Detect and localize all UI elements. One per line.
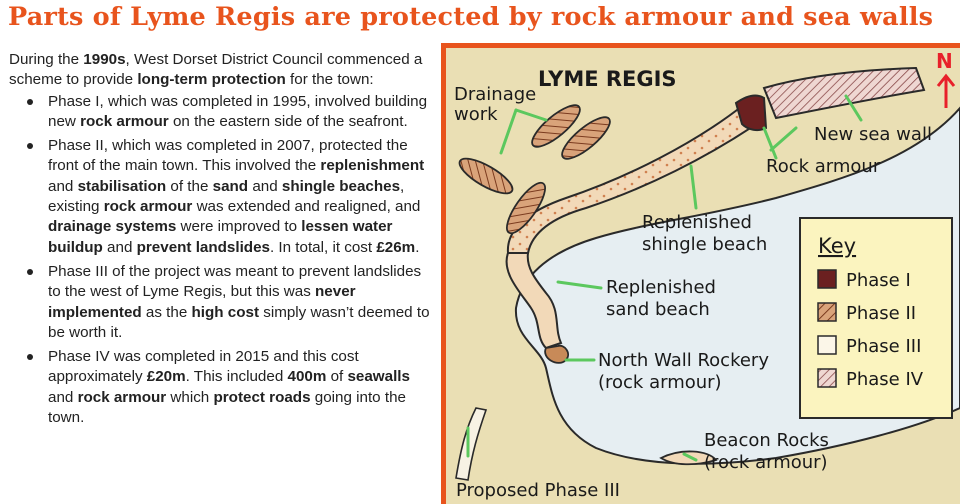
drainage-label-2: work (454, 104, 498, 125)
key-label-phase-2: Phase II (846, 303, 916, 324)
shingle-label-2: shingle beach (642, 234, 767, 255)
pointer-lines (466, 94, 863, 462)
drainage-patch-2 (506, 181, 546, 235)
phase-3-item: Phase III of the project was meant to pr… (24, 262, 434, 343)
body-text: During the 1990s, West Dorset District C… (9, 50, 434, 504)
key-swatch-phase-2 (817, 302, 837, 322)
beacon-label-2: (rock armour) (704, 452, 828, 473)
north-wall-label-2: (rock armour) (598, 372, 722, 393)
sand-label-1: Replenished (606, 277, 716, 298)
phase-1-item: Phase I, which was completed in 1995, in… (24, 92, 434, 133)
key-title: Key (818, 234, 856, 258)
page-title: Parts of Lyme Regis are protected by roc… (8, 2, 934, 32)
town-name-label: LYME REGIS (538, 67, 677, 91)
drainage-patch-4 (561, 116, 611, 160)
proposed-phase-3 (455, 407, 488, 481)
key-swatch-phase-1 (817, 269, 837, 289)
north-wall-label-1: North Wall Rockery (598, 350, 769, 371)
north-label: N (936, 49, 953, 73)
sand-beach (505, 252, 563, 350)
map-illustration: LYME REGIS N Drainage work New sea wall … (441, 43, 960, 504)
key-label-phase-1: Phase I (846, 270, 911, 291)
key-label-phase-3: Phase III (846, 336, 921, 357)
rock-armour-label: Rock armour (766, 156, 881, 177)
phase-2-item: Phase II, which was completed in 2007, p… (24, 136, 434, 258)
drainage-patch-3 (531, 104, 581, 148)
north-arrow-icon (936, 73, 956, 108)
key-swatch-phase-3 (817, 335, 837, 355)
drainage-label-1: Drainage (454, 84, 536, 105)
proposed-phase-label: Proposed Phase III (456, 480, 620, 501)
map-key: Key Phase I Phase II Phase III Phase IV (799, 217, 953, 419)
beacon-label-1: Beacon Rocks (704, 430, 829, 451)
lyme-regis-map: LYME REGIS N Drainage work New sea wall … (446, 48, 960, 504)
key-swatch-phase-4 (817, 368, 837, 388)
key-label-phase-4: Phase IV (846, 369, 924, 390)
phase-1-rock-armour (734, 94, 768, 132)
sand-label-2: sand beach (606, 299, 710, 320)
drainage-patch-1 (458, 157, 514, 195)
phase-list: Phase I, which was completed in 1995, in… (24, 92, 434, 429)
intro-paragraph: During the 1990s, West Dorset District C… (9, 51, 423, 89)
phase-4-item: Phase IV was completed in 2015 and this … (24, 347, 434, 428)
shingle-label-1: Replenished (642, 212, 752, 233)
new-sea-wall (762, 66, 926, 120)
new-sea-wall-label: New sea wall (814, 124, 932, 145)
